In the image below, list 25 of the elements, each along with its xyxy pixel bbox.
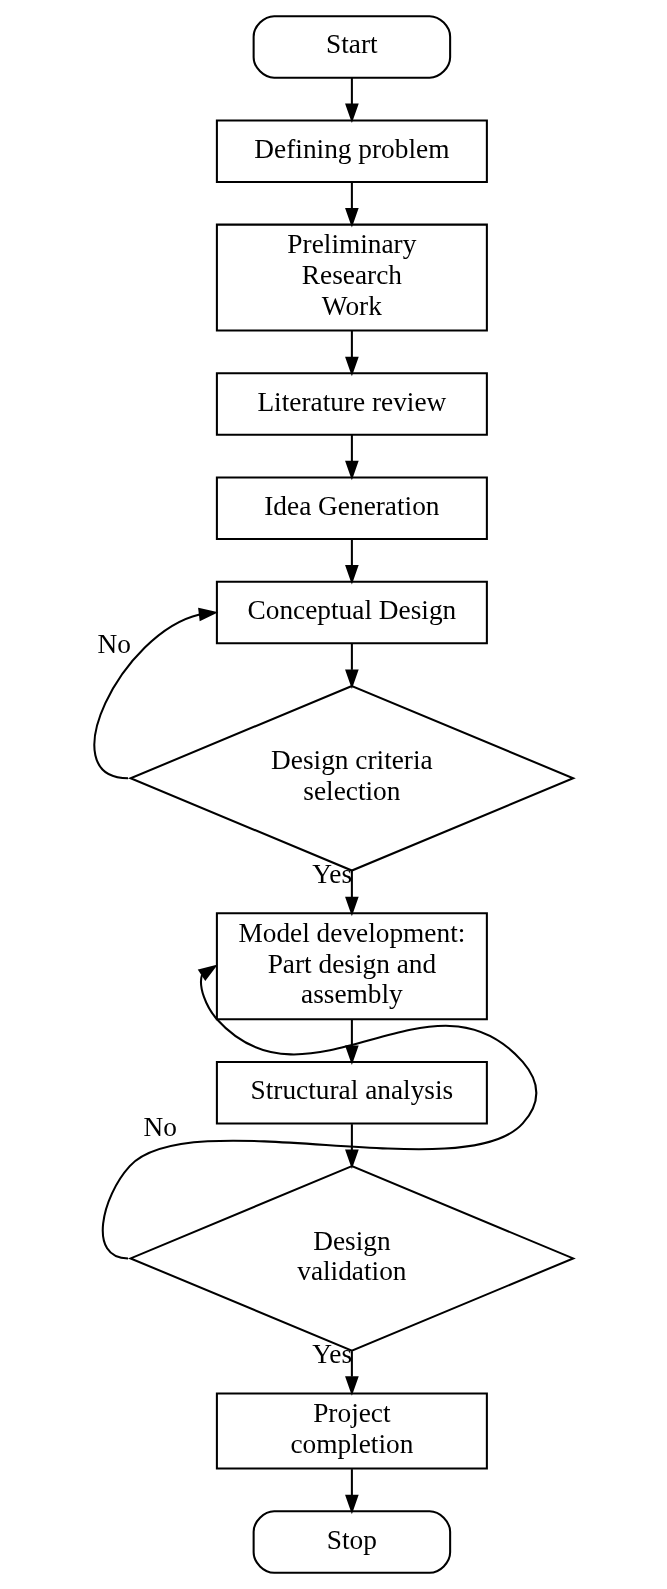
- arrow: [101, 964, 538, 1260]
- node-box: Model development: Part design and assembly: [215, 912, 488, 1021]
- arrow: [345, 182, 359, 228]
- arrow: [93, 607, 219, 780]
- node-box: Preliminary Research Work: [215, 223, 488, 332]
- arrow: [345, 539, 359, 585]
- node-box: Start: [252, 15, 452, 79]
- arrow: [345, 1019, 359, 1065]
- node-box: Structural analysis: [215, 1060, 488, 1125]
- arrow: [345, 644, 359, 689]
- node-box: Stop: [252, 1510, 452, 1574]
- edge-label: No: [97, 629, 131, 660]
- arrow: [345, 1124, 359, 1170]
- arrow: [345, 77, 359, 124]
- arrow: [345, 330, 359, 377]
- node-box: Project completion: [215, 1392, 488, 1470]
- arrow: [345, 434, 359, 481]
- arrow: [345, 1469, 359, 1515]
- node-box: Defining problem: [215, 119, 488, 183]
- node-box: Conceptual Design: [215, 580, 488, 645]
- arrow: [345, 1351, 359, 1396]
- edge-label: No: [143, 1111, 177, 1142]
- node-box: Idea Generation: [215, 476, 488, 541]
- arrow: [345, 870, 359, 917]
- node-box: Literature review: [215, 372, 488, 436]
